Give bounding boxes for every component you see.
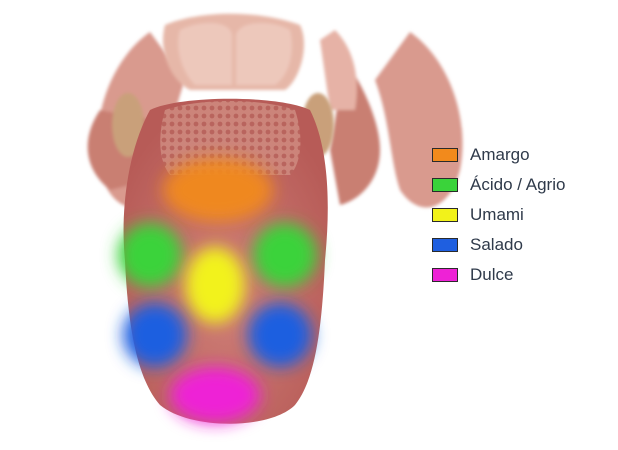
legend-swatch <box>432 208 458 222</box>
legend-swatch <box>432 178 458 192</box>
zone-salado-right <box>248 303 312 367</box>
legend-label: Ácido / Agrio <box>470 175 565 195</box>
zone-amargo <box>163 158 273 222</box>
zone-acido-right <box>253 223 317 287</box>
epiglottis <box>163 14 304 90</box>
legend-label: Salado <box>470 235 523 255</box>
legend-swatch <box>432 238 458 252</box>
legend-item-acido: Ácido / Agrio <box>432 170 565 200</box>
zone-dulce <box>170 367 260 423</box>
zone-umami <box>185 247 245 323</box>
zone-acido-left <box>118 223 182 287</box>
legend-label: Umami <box>470 205 524 225</box>
legend-item-amargo: Amargo <box>432 140 565 170</box>
legend-swatch <box>432 268 458 282</box>
legend-label: Dulce <box>470 265 513 285</box>
legend: Amargo Ácido / Agrio Umami Salado Dulce <box>432 140 565 290</box>
legend-item-dulce: Dulce <box>432 260 565 290</box>
legend-item-umami: Umami <box>432 200 565 230</box>
legend-swatch <box>432 148 458 162</box>
legend-item-salado: Salado <box>432 230 565 260</box>
zone-salado-left <box>123 303 187 367</box>
legend-label: Amargo <box>470 145 530 165</box>
